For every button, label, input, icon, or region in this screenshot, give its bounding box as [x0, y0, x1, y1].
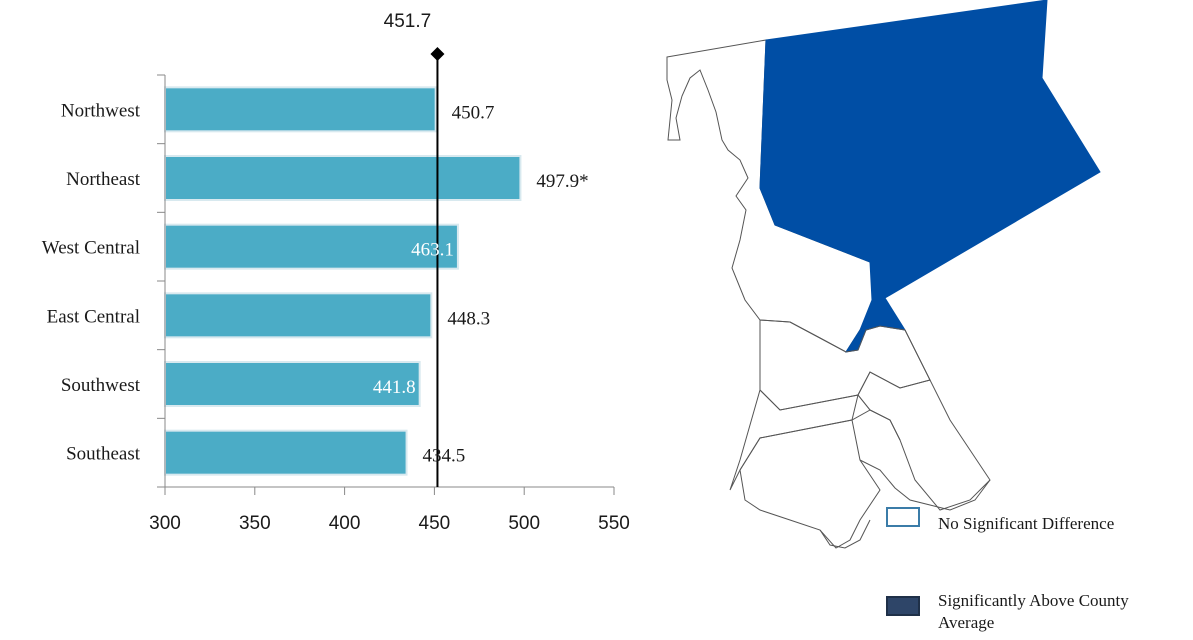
map-region-southwest	[729, 389, 871, 491]
bar-northwest	[164, 86, 437, 133]
category-label: Northwest	[61, 100, 141, 121]
legend-swatch-dark	[886, 596, 920, 616]
x-tick-label: 400	[329, 513, 361, 534]
x-tick-label: 300	[149, 513, 181, 534]
value-label: 497.9*	[536, 171, 588, 192]
x-tick-label: 450	[419, 513, 451, 534]
x-tick-label: 550	[598, 513, 630, 534]
map-inner-boundary	[851, 394, 901, 441]
legend-item-above-average: Significantly Above County Average	[886, 590, 1186, 640]
value-label: 448.3	[447, 308, 490, 329]
map-region-east-central	[857, 329, 991, 511]
reference-label: 451.7	[384, 11, 432, 32]
map-region-southeast	[739, 419, 881, 549]
legend-label-above-average-line2: Average	[938, 613, 995, 632]
value-label: 434.5	[423, 446, 466, 467]
bar-southwest	[164, 361, 421, 407]
legend-label-no-difference: No Significant Difference	[938, 514, 1115, 533]
axes-group	[157, 47, 615, 495]
bars-group	[164, 86, 522, 476]
category-label: East Central	[47, 306, 140, 327]
value-label: 441.8	[373, 377, 416, 398]
bar-east-central	[164, 292, 433, 339]
bar-northeast	[164, 155, 522, 201]
x-tick-label: 500	[508, 513, 540, 534]
category-label: Southwest	[61, 375, 141, 396]
legend-label-above-average-line1: Significantly Above County	[938, 591, 1129, 610]
legend-swatch-white	[886, 507, 920, 527]
legend-item-no-difference: No Significant Difference	[886, 505, 1186, 535]
reference-marker	[430, 47, 445, 61]
category-label: Northeast	[66, 169, 141, 190]
value-label: 450.7	[452, 102, 495, 123]
bar-southeast	[164, 429, 408, 476]
category-label: West Central	[42, 238, 140, 259]
category-label: Southeast	[66, 444, 141, 465]
region-map	[666, 0, 1101, 549]
x-tick-label: 350	[239, 513, 271, 534]
value-label: 463.1	[411, 240, 454, 261]
map-coastline-detail	[819, 459, 991, 549]
